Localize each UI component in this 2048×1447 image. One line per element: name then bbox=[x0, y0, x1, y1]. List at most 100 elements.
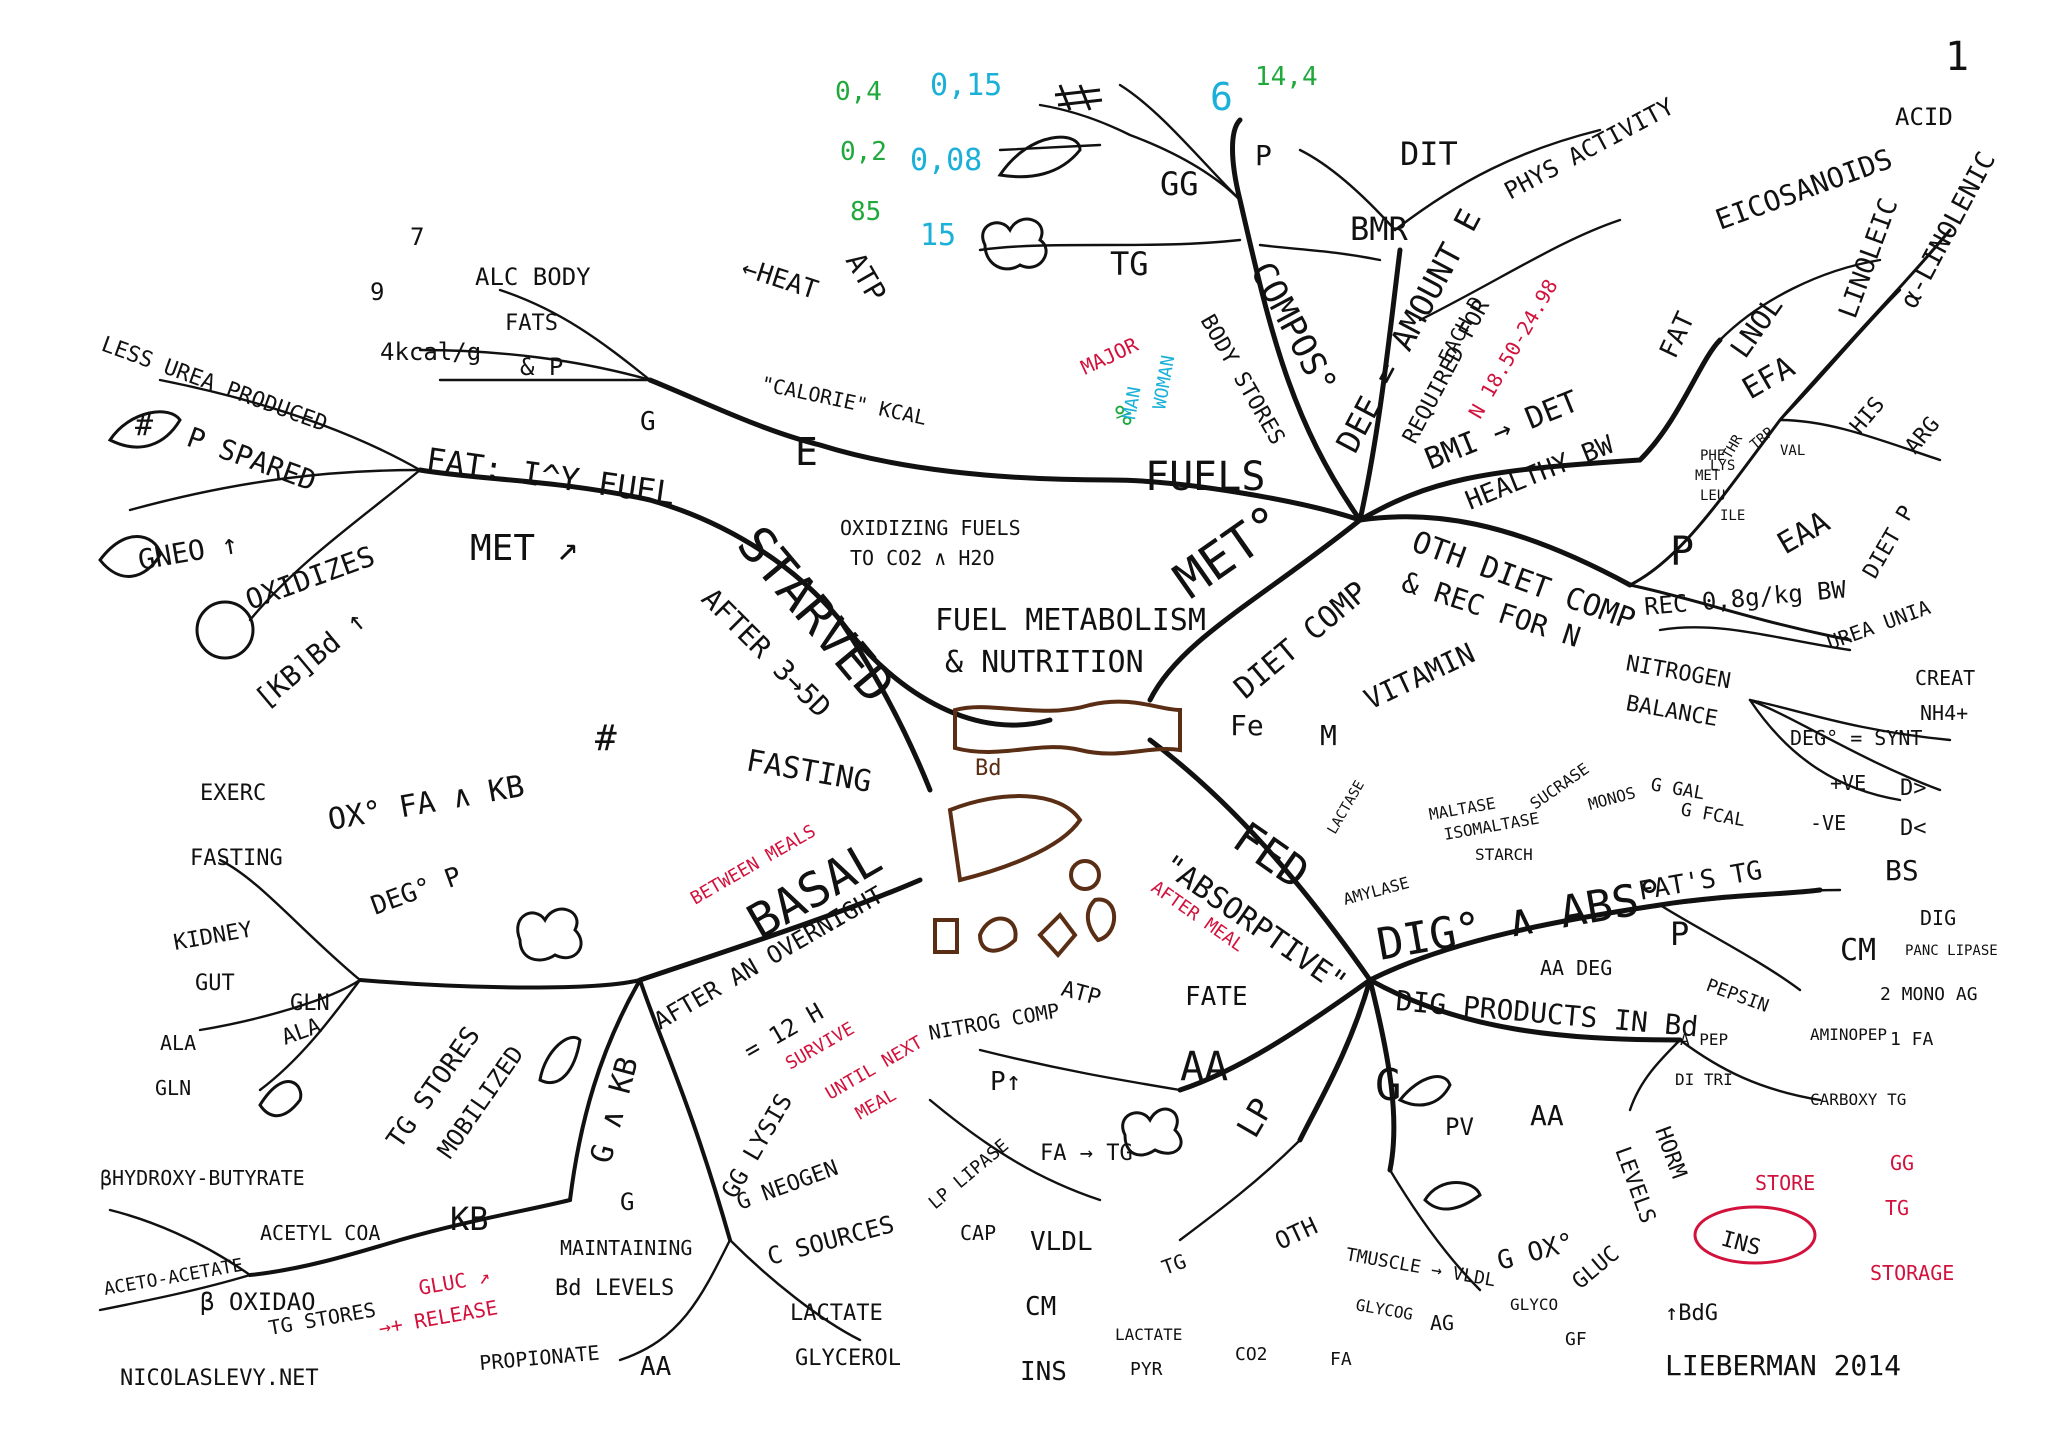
store-ins-label: INS bbox=[1718, 1227, 1763, 1261]
p-up-label: P↑ bbox=[990, 1067, 1021, 1097]
met-label: MET° bbox=[1164, 493, 1296, 610]
nitrogen-label: NITROGEN bbox=[1624, 651, 1733, 694]
maintaining-label: MAINTAINING bbox=[560, 1236, 692, 1260]
storage-label: STORAGE bbox=[1870, 1261, 1954, 1285]
carboxy-label: CARBOXY TG bbox=[1810, 1090, 1906, 1109]
gox-label: G OX° bbox=[1494, 1228, 1577, 1277]
g-gal-label: G GAL bbox=[1649, 774, 1706, 804]
cell-icon bbox=[1069, 859, 1101, 891]
p-store-label: P bbox=[1255, 139, 1272, 172]
dit-label: DIT bbox=[1400, 135, 1458, 173]
compos-label: COMPOS° bbox=[1242, 255, 1345, 400]
center-title-line2: & NUTRITION bbox=[945, 645, 1144, 680]
bhydroxy-label: βHYDROXY-BUTYRATE bbox=[100, 1166, 305, 1190]
branch-lines bbox=[98, 83, 1952, 1362]
gg-label: GG bbox=[1160, 165, 1199, 203]
lp-label: LP bbox=[1229, 1092, 1281, 1144]
pyr-label: PYR bbox=[1130, 1359, 1163, 1380]
linoleic-label: LINOLEIC bbox=[1833, 194, 1904, 322]
diet-comp-label: DIET COMP bbox=[1228, 575, 1375, 706]
fate-atp-label: ATP bbox=[1058, 977, 1103, 1011]
green-value-4: 14,4 bbox=[1255, 62, 1318, 92]
center-icon bbox=[933, 699, 1182, 959]
gln-label: GLN bbox=[290, 991, 330, 1016]
fuels-label: FUELS bbox=[1145, 454, 1265, 500]
levels-label: LEVELS bbox=[1609, 1144, 1660, 1227]
fe-label: Fe bbox=[1230, 709, 1264, 742]
nh4-label: NH4+ bbox=[1920, 701, 1968, 725]
oxfa-label: OX° FA ∧ KB bbox=[325, 769, 527, 838]
deg-synt-label: DEG° = SYNT bbox=[1790, 726, 1922, 750]
aa-list-6: ILE bbox=[1720, 508, 1745, 524]
bs-label: BS bbox=[1885, 854, 1919, 887]
seven-label: 7 bbox=[410, 223, 424, 251]
leaf-icon-7 bbox=[1423, 1181, 1482, 1211]
doodle-icons bbox=[98, 84, 1482, 1211]
cloud-icon-3 bbox=[1121, 1107, 1183, 1157]
aa-list-7: MET bbox=[1695, 468, 1721, 484]
ve-plus-label: +VE bbox=[1830, 771, 1866, 795]
cloud-icon bbox=[981, 217, 1048, 271]
aa-list-8: PHE bbox=[1700, 448, 1725, 464]
calorie-label: "CALORIE" KCAL bbox=[759, 371, 929, 430]
bmr-label: BMR bbox=[1350, 210, 1409, 248]
horm-label: HORM bbox=[1649, 1124, 1691, 1182]
brain-icon bbox=[977, 916, 1018, 953]
aa-list-3: VAL bbox=[1780, 443, 1805, 459]
leaf-icon-3 bbox=[98, 535, 162, 578]
g-fcal-label: G FCAL bbox=[1679, 799, 1747, 831]
fasting-label: FASTING bbox=[744, 743, 875, 799]
dig-abs-label: DIG° ∧ ABS° bbox=[1373, 870, 1669, 971]
nine-label: 9 bbox=[370, 278, 384, 306]
phys-label: PHYS ACTIVITY bbox=[1500, 92, 1679, 205]
leaf-icon-2 bbox=[107, 410, 182, 449]
fate-g-label: G bbox=[1375, 1060, 1402, 1111]
pepsin-label: PEPSIN bbox=[1703, 975, 1771, 1017]
csources-label: C SOURCES bbox=[764, 1210, 897, 1271]
leaf-icon-4 bbox=[258, 1080, 303, 1118]
aa-list-4: LYS bbox=[1710, 458, 1735, 474]
less-urea-label: LESS UREA PRODUCED bbox=[98, 332, 331, 437]
alc-body-label: ALC BODY bbox=[475, 263, 591, 291]
ala-label: ALA bbox=[279, 1014, 325, 1051]
bd-levels-label: Bd LEVELS bbox=[555, 1276, 674, 1301]
ve-minus-label: -VE bbox=[1810, 811, 1846, 835]
d-up-label: D> bbox=[1900, 776, 1927, 801]
balance-label: BALANCE bbox=[1624, 691, 1720, 732]
glyco-label: GLYCO bbox=[1510, 1295, 1558, 1314]
gluc-label: GLUC bbox=[1568, 1241, 1625, 1294]
one-fa-label: 1 FA bbox=[1890, 1029, 1934, 1050]
ag-label: AG bbox=[1430, 1311, 1454, 1335]
tmuscle-label: TMUSCLE → VLDL bbox=[1344, 1244, 1497, 1291]
page-number: 1 bbox=[1945, 34, 1969, 80]
muscle-icon bbox=[933, 918, 959, 954]
fats-label: FATS bbox=[505, 311, 558, 336]
kb-label: KB bbox=[450, 1200, 489, 1238]
arg-label: ARG bbox=[1900, 412, 1945, 459]
fate-aa2-label: AA bbox=[1530, 1099, 1564, 1132]
m-label: M bbox=[1320, 719, 1337, 752]
gluc-release-label: GLUC ↗ bbox=[417, 1264, 492, 1300]
cap-label: CAP bbox=[960, 1221, 996, 1245]
blue-value-4: 6 bbox=[1210, 75, 1233, 119]
met-g-label: G bbox=[640, 407, 656, 437]
blue-value-1: 0,15 bbox=[930, 68, 1002, 103]
fate-tg-label: TG bbox=[1159, 1249, 1190, 1280]
panc-label: PANC LIPASE bbox=[1905, 943, 1998, 959]
blue-value-2: 0,08 bbox=[910, 143, 982, 178]
center-bd-label: Bd bbox=[975, 756, 1002, 781]
a-pep-label: A PEP bbox=[1680, 1030, 1728, 1049]
cm-label: CM bbox=[1840, 933, 1876, 968]
glycerol-label: GLYCEROL bbox=[795, 1346, 901, 1371]
gln2-label: GLN bbox=[155, 1076, 191, 1100]
fed-p-label: P bbox=[1670, 915, 1689, 953]
woman-label: WOMAN bbox=[1149, 354, 1179, 411]
urea-label: UREA UNIA bbox=[1824, 595, 1934, 655]
basal-hash-label: # bbox=[595, 718, 617, 759]
g-kb-label: G ∧ KB bbox=[584, 1053, 646, 1167]
lplipase-label: LP LIPASE bbox=[925, 1135, 1013, 1214]
kidney-label: KIDNEY bbox=[172, 917, 255, 955]
fate-cm-label: CM bbox=[1025, 1292, 1056, 1322]
glycog-label: GLYCOG bbox=[1354, 1295, 1414, 1324]
